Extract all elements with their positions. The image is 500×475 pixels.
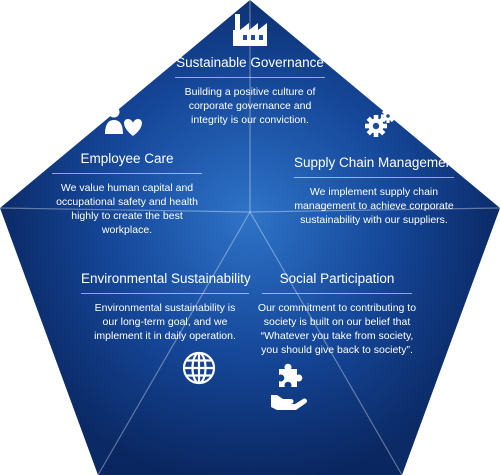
section-environmental-sustainability: Environmental Sustainability Environment… [80, 270, 251, 343]
facet-right [250, 208, 500, 475]
gears-icon [365, 109, 395, 137]
section-title: Sustainable Governance [175, 54, 325, 78]
puzzle-hand-icon [271, 363, 307, 410]
section-description: We value human capital and occupational … [56, 182, 198, 236]
section-employee-care: Employee Care We value human capital and… [48, 150, 206, 237]
section-social-participation: Social Participation Our commitment to c… [256, 270, 418, 357]
section-description: Our commitment to contributing to societ… [257, 302, 417, 356]
section-title: Employee Care [52, 150, 202, 174]
section-title: Environmental Sustainability [81, 270, 251, 294]
globe-icon [182, 351, 216, 385]
factory-icon [233, 14, 267, 46]
facet-bottom [98, 212, 402, 475]
facet-left [0, 208, 250, 475]
section-supply-chain-management: Supply Chain Management We implement sup… [293, 154, 457, 227]
section-sustainable-governance: Sustainable Governance Building a positi… [170, 54, 330, 127]
section-description: Environmental sustainability is our long… [94, 302, 236, 342]
section-title: Supply Chain Management [294, 154, 457, 178]
facet-top-right [250, 0, 500, 212]
section-description: Building a positive culture of corporate… [184, 86, 316, 126]
people-heart-icon [105, 106, 142, 136]
section-description: We implement supply chain management to … [294, 186, 454, 226]
facet-top-left [0, 0, 250, 212]
section-title: Social Participation [262, 270, 412, 294]
